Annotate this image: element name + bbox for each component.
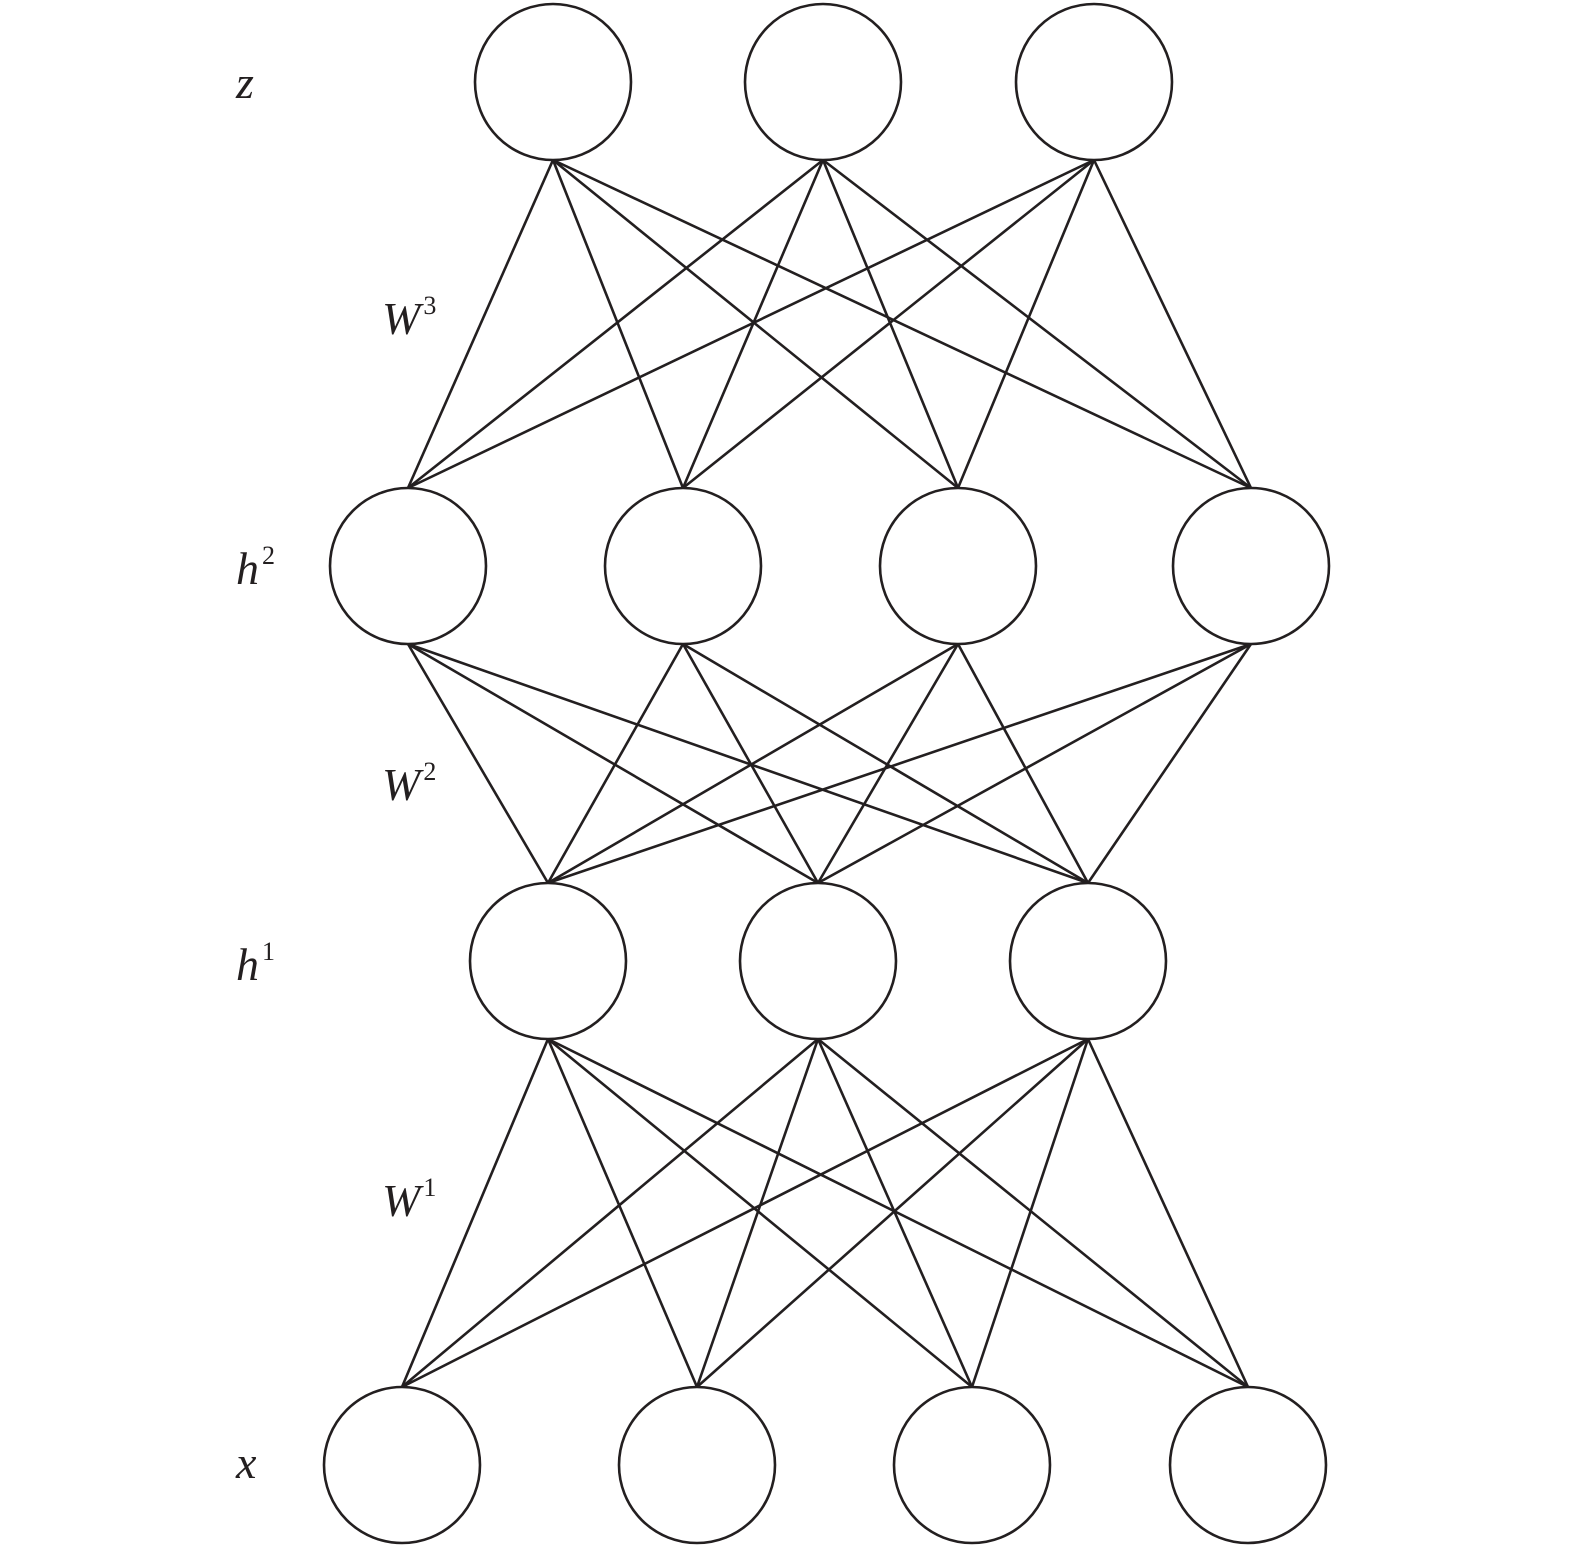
edge-x-3-to-h1-3 (970, 1038, 1090, 1388)
weight-label-W3-superscript: 3 (423, 291, 436, 320)
node-h1-1 (468, 881, 628, 1041)
node-h2-4 (1171, 486, 1331, 646)
node-z-3 (1014, 2, 1174, 162)
edge-h2-1-to-z-1 (406, 159, 555, 489)
layer-label-h1-base: h (236, 939, 259, 990)
node-h2-2 (603, 486, 763, 646)
layer-label-z-base: z (235, 57, 254, 108)
edge-h2-1-to-z-3 (407, 158, 1095, 490)
weight-label-W3-base: W (382, 293, 424, 344)
edge-h1-1-to-h2-1 (406, 643, 550, 884)
edge-h2-4-to-z-1 (552, 158, 1252, 490)
layer-label-h2-base: h (236, 543, 259, 594)
edge-h1-1-to-h2-3 (547, 642, 959, 885)
node-x-4 (1168, 1385, 1328, 1545)
node-z-2 (743, 2, 903, 162)
layer-label-h1-superscript: 1 (262, 937, 275, 966)
edge-h2-4-to-z-2 (822, 158, 1252, 490)
edge-x-2-to-h1-1 (546, 1038, 699, 1388)
layer-label-z: z (235, 57, 254, 108)
edge-h2-2-to-z-3 (682, 158, 1095, 490)
edge-x-4-to-h1-1 (547, 1037, 1249, 1389)
edge-h2-1-to-z-2 (407, 158, 824, 490)
node-z-1 (473, 2, 633, 162)
node-x-1 (322, 1385, 482, 1545)
edge-h2-3-to-z-1 (552, 158, 959, 490)
node-x-3 (892, 1385, 1052, 1545)
node-h1-3 (1008, 881, 1168, 1041)
edge-x-1-to-h1-1 (400, 1038, 550, 1388)
neuron-nodes (322, 2, 1331, 1545)
weight-label-W1-base: W (382, 1175, 424, 1226)
edge-h1-2-to-h2-1 (407, 642, 819, 885)
edge-x-3-to-h1-2 (816, 1038, 974, 1388)
edge-x-3-to-h1-1 (547, 1037, 973, 1389)
node-h1-2 (738, 881, 898, 1041)
weight-label-W2-superscript: 2 (423, 757, 436, 786)
edge-x-1-to-h1-3 (401, 1037, 1089, 1389)
edge-h1-3-to-h2-4 (1086, 643, 1253, 884)
weight-label-W2-base: W (382, 759, 424, 810)
edge-x-2-to-h1-3 (696, 1038, 1089, 1388)
edge-h2-3-to-z-3 (956, 159, 1096, 489)
edge-h2-2-to-z-1 (551, 159, 685, 489)
edge-h1-2-to-h2-4 (817, 642, 1252, 885)
edge-h2-2-to-z-2 (681, 159, 825, 489)
edge-h1-3-to-h2-1 (407, 642, 1089, 885)
edge-h2-4-to-z-3 (1092, 159, 1253, 489)
node-x-2 (617, 1385, 777, 1545)
edge-h2-3-to-z-2 (821, 159, 960, 489)
node-h2-1 (328, 486, 488, 646)
edge-x-1-to-h1-2 (401, 1038, 819, 1388)
connection-lines (400, 158, 1253, 1389)
edge-x-2-to-h1-2 (695, 1038, 820, 1388)
edge-h1-3-to-h2-2 (682, 642, 1089, 885)
edge-x-4-to-h1-2 (817, 1037, 1249, 1389)
edge-x-4-to-h1-3 (1086, 1038, 1250, 1388)
layer-label-x-base: x (235, 1437, 257, 1488)
weight-label-W1-superscript: 1 (423, 1173, 436, 1202)
edge-h1-1-to-h2-4 (547, 642, 1252, 885)
edge-h1-3-to-h2-3 (956, 643, 1090, 884)
layer-label-x: x (235, 1437, 257, 1488)
node-h2-3 (878, 486, 1038, 646)
layer-label-h2-superscript: 2 (262, 541, 275, 570)
